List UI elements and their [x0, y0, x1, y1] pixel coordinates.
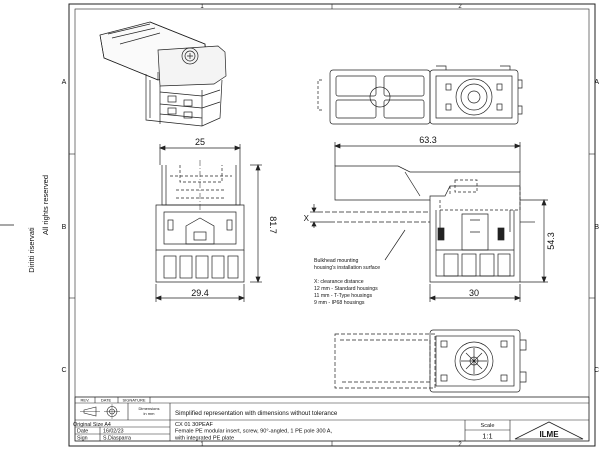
sign-label: Sign [77, 436, 88, 442]
date-header: DATE [101, 398, 112, 403]
note-clearance-2: 11 mm - T-Type housings [314, 293, 372, 299]
bottom-view [334, 329, 527, 393]
scale-value: 1:1 [482, 432, 492, 441]
column-label-1: 1 [200, 4, 204, 10]
dimension-height-left: 81.7 [268, 216, 278, 234]
rights-text-it: Diritti riservati [27, 227, 36, 273]
part-number: CX 01 30PEAF [175, 422, 214, 428]
row-label-a-right: A [594, 79, 599, 86]
isometric-view [99, 21, 227, 127]
note-clearance-1: 12 mm - Standard housings [314, 286, 378, 292]
dimensions-label-2: in mm [144, 411, 156, 416]
row-label-c-right: C [594, 367, 599, 374]
part-description-2: with integrated PE plate [174, 436, 234, 442]
dimension-width-top: 25 [195, 137, 205, 147]
side-view [310, 142, 548, 302]
top-view [317, 65, 523, 125]
dimension-height-right: 54.3 [546, 232, 556, 250]
column-label-2-bottom: 2 [458, 442, 462, 448]
scale-label: Scale [481, 423, 495, 429]
part-description-1: Female PE modular insert, screw, 90°-ang… [175, 429, 333, 435]
note-clearance-3: 9 mm - IP68 housings [314, 300, 365, 306]
row-label-b-right: B [594, 224, 599, 231]
note-mounting-2: housing's installation surface [314, 265, 380, 271]
rev-header: REV. [81, 398, 90, 403]
original-size: Original Size A4 [73, 422, 111, 428]
sign-value: S.Diasparra [103, 436, 131, 442]
title-block [74, 396, 590, 442]
row-label-c: C [61, 367, 66, 374]
ilme-logo: ILME [539, 430, 559, 439]
note-clearance-title: X: clearance distance [314, 279, 364, 285]
drawing-description: Simplified representation with dimension… [175, 410, 338, 417]
dimension-width-right-bottom: 30 [469, 288, 479, 298]
notes-block: Bulkhead mounting housing's installation… [314, 258, 380, 306]
dimensions-label-1: Dimensions [139, 406, 160, 411]
row-label-b: B [62, 224, 67, 231]
dimension-width-bottom: 29.4 [191, 288, 209, 298]
front-view [155, 144, 262, 302]
rights-text-en: All rights reserved [41, 175, 50, 235]
dimension-length-top: 63.3 [419, 135, 437, 145]
date-label: Date [77, 429, 88, 435]
date-value: 16/02/23 [103, 429, 124, 435]
note-mounting-1: Bulkhead mounting [314, 258, 359, 264]
column-label-2: 2 [458, 4, 462, 10]
column-label-1-bottom: 1 [200, 442, 204, 448]
clearance-symbol: X [304, 214, 310, 223]
row-label-a: A [62, 79, 67, 86]
signature-header: SIGNATURE [122, 398, 145, 403]
